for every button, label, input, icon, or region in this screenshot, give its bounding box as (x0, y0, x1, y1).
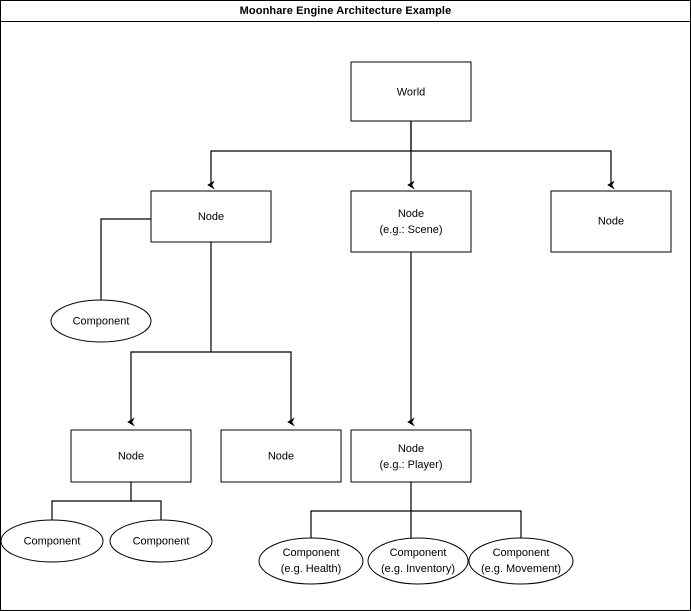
node-node-scene[interactable]: Node (e.g.: Scene) (350, 190, 472, 253)
node-component-inventory-label-line2: (e.g. Inventory) (381, 563, 455, 575)
edge-node-player-to-component-health (307, 482, 412, 552)
node-component-a1b[interactable]: Component (109, 519, 213, 563)
node-component-movement-label-line2: (e.g. Movement) (481, 563, 561, 575)
node-node-scene-label-line1: Node (398, 208, 424, 220)
node-component-health[interactable]: Component (e.g. Health) (258, 537, 364, 585)
node-world-label: World (397, 86, 426, 98)
node-component-a1b-label: Component (133, 535, 190, 547)
node-component-a[interactable]: Component (50, 299, 152, 343)
node-node-a1[interactable]: Node (70, 429, 192, 483)
node-node-player-label-line2: (e.g.: Player) (380, 459, 443, 471)
edge-node-a1-to-component-a1a (48, 482, 132, 539)
node-node-c-label: Node (598, 215, 624, 227)
node-node-a[interactable]: Node (150, 190, 272, 243)
node-component-health-label-line2: (e.g. Health) (281, 563, 342, 575)
node-node-a1-label: Node (118, 450, 144, 462)
node-world[interactable]: World (350, 61, 472, 122)
node-component-a1a-label: Component (24, 535, 81, 547)
node-node-scene-label-line2: (e.g.: Scene) (380, 224, 443, 236)
edge-node-a-to-node-a2 (211, 351, 295, 427)
node-node-a-label: Node (198, 211, 224, 223)
edge-node-player-to-component-movement (411, 510, 525, 552)
edge-layer (48, 121, 615, 552)
node-component-health-label-line1: Component (283, 547, 340, 559)
node-node-player[interactable]: Node (e.g.: Player) (350, 429, 472, 483)
window-title-bar: Moonhare Engine Architecture Example (1, 1, 690, 22)
node-node-a2[interactable]: Node (220, 429, 342, 483)
edge-node-a-to-node-a1 (127, 242, 212, 427)
page-title: Moonhare Engine Architecture Example (239, 5, 452, 17)
edge-node-a-to-component-a (97, 218, 151, 318)
node-component-a-label: Component (73, 315, 130, 327)
node-component-movement-label-line1: Component (493, 547, 550, 559)
edge-world-to-node-c (411, 150, 615, 190)
node-node-a2-label: Node (268, 450, 294, 462)
node-component-a1a[interactable]: Component (1, 519, 104, 563)
node-component-movement[interactable]: Component (e.g. Movement) (468, 537, 574, 585)
diagram-canvas: World Node Node (e.g.: Scene) Node C (1, 22, 690, 610)
node-component-inventory-label-line1: Component (390, 547, 447, 559)
node-component-inventory[interactable]: Component (e.g. Inventory) (367, 537, 469, 585)
node-node-player-label-line1: Node (398, 443, 424, 455)
edge-world-to-node-a (207, 121, 412, 190)
node-node-c[interactable]: Node (550, 190, 672, 253)
